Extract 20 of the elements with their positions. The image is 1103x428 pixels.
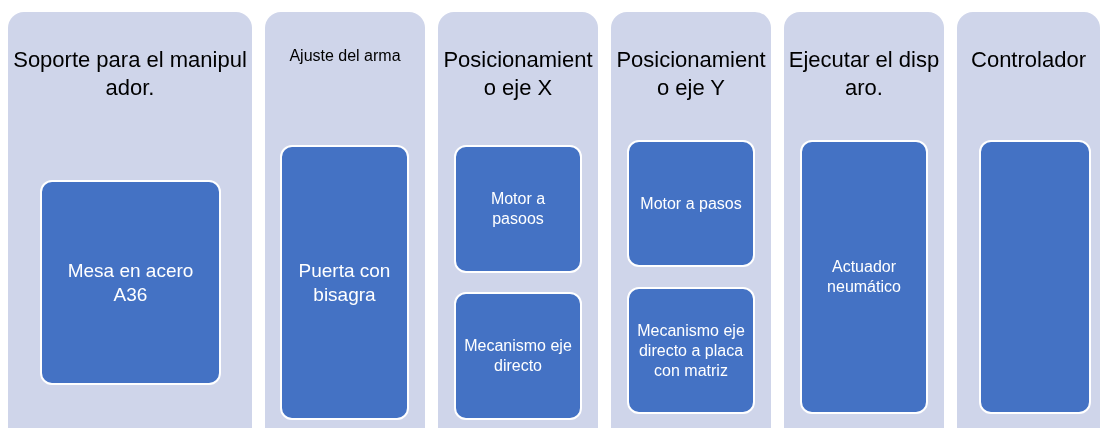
category-column [438, 12, 598, 428]
empty-box [979, 140, 1091, 414]
step-box: Motor a pasoos [454, 145, 582, 273]
category-column [611, 12, 771, 428]
step-box: Actuador neumático [800, 140, 928, 414]
category-column [265, 12, 425, 428]
column-title: Soporte para el manipulador. [12, 46, 248, 101]
step-box: Puerta con bisagra [280, 145, 409, 420]
category-column [8, 12, 252, 428]
column-title: Posicionamiento eje Y [615, 46, 767, 101]
step-box: Motor a pasos [627, 140, 755, 267]
column-title: Ajuste del arma [288, 46, 402, 66]
category-column [784, 12, 944, 428]
column-title: Posicionamiento eje X [442, 46, 594, 101]
step-box: Mecanismo eje directo [454, 292, 582, 420]
column-title: Controlador [970, 46, 1087, 74]
column-title: Ejecutar el disparo. [788, 46, 940, 101]
step-box: Mecanismo eje directo a placa con matriz [627, 287, 755, 414]
category-column [957, 12, 1100, 428]
step-box: Mesa en acero A36 [40, 180, 221, 385]
